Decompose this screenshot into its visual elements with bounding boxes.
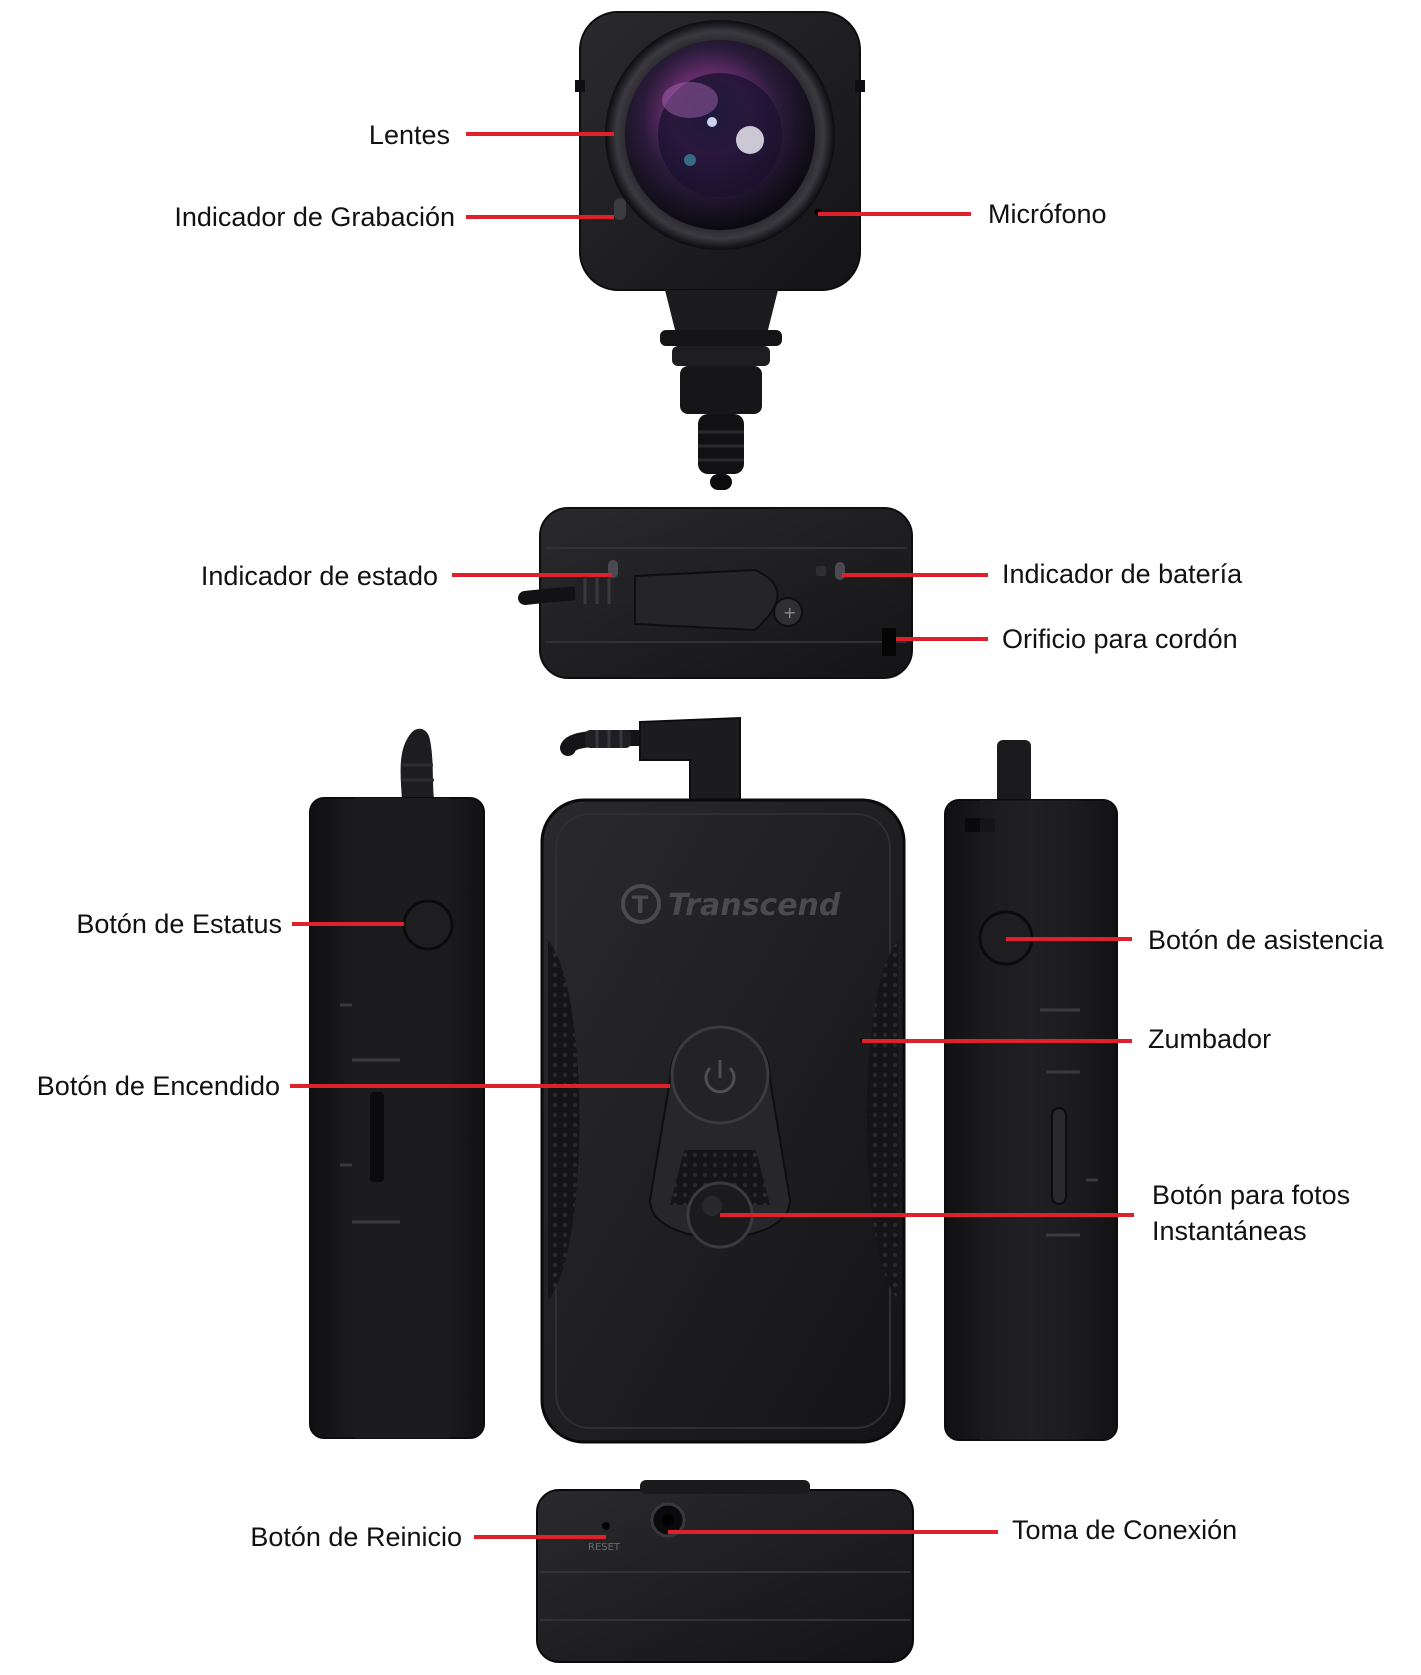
label-toma-conexion: Toma de Conexión	[1012, 1515, 1238, 1545]
leader-line-boton-reinicio	[474, 1535, 606, 1539]
battery-indicator-icon	[835, 562, 845, 580]
leader-line-orificio-cordon	[896, 637, 988, 641]
leader-line-zumbador	[862, 1039, 1132, 1043]
leader-line-microfono	[818, 212, 971, 216]
status-button-icon	[402, 899, 454, 951]
reset-hole-icon	[602, 1522, 610, 1530]
brand-logo: Transcend	[668, 888, 841, 923]
leader-line-boton-asistencia	[1006, 937, 1132, 941]
transcend-logo-icon	[621, 884, 661, 924]
unit-left-side-view	[309, 728, 485, 1439]
label-boton-asistencia: Botón de asistencia	[1148, 925, 1384, 955]
label-indicador-bateria: Indicador de batería	[1002, 559, 1243, 589]
label-orificio-cordon: Orificio para cordón	[1002, 624, 1238, 654]
recording-indicator-icon	[614, 198, 626, 220]
leader-line-indicador-bateria	[842, 573, 988, 577]
label-boton-encendido: Botón de Encendido	[36, 1071, 280, 1101]
label-indicador-estado: Indicador de estado	[200, 561, 438, 591]
leader-line-boton-fotos	[720, 1213, 1134, 1217]
leader-line-boton-estatus	[292, 922, 404, 926]
label-lentes: Lentes	[368, 120, 450, 150]
label-boton-estatus: Botón de Estatus	[76, 909, 282, 939]
unit-right-side-view	[944, 740, 1118, 1441]
leader-line-lentes	[466, 132, 614, 136]
leader-line-indicador-grabacion	[466, 215, 614, 219]
lens-module	[575, 11, 865, 490]
leader-line-indicador-estado	[452, 573, 612, 577]
label-zumbador: Zumbador	[1148, 1024, 1272, 1054]
leader-line-toma-conexion	[668, 1530, 998, 1534]
svg-text:T: T	[632, 891, 649, 919]
unit-top-view: +	[518, 507, 913, 679]
unit-bottom-view: RESET	[536, 1480, 914, 1663]
unit-front-view: T Transcend	[540, 716, 906, 1444]
label-indicador-grabacion: Indicador de Grabación	[174, 202, 455, 232]
label-boton-reinicio: Botón de Reinicio	[250, 1522, 462, 1552]
lanyard-hole-icon	[882, 628, 896, 656]
label-boton-fotos: Botón para fotos Instantáneas	[1152, 1180, 1351, 1246]
reset-marking: RESET	[588, 1542, 621, 1553]
label-microfono: Micrófono	[988, 199, 1107, 229]
plus-icon: +	[783, 603, 796, 622]
leader-line-boton-encendido	[290, 1084, 670, 1088]
